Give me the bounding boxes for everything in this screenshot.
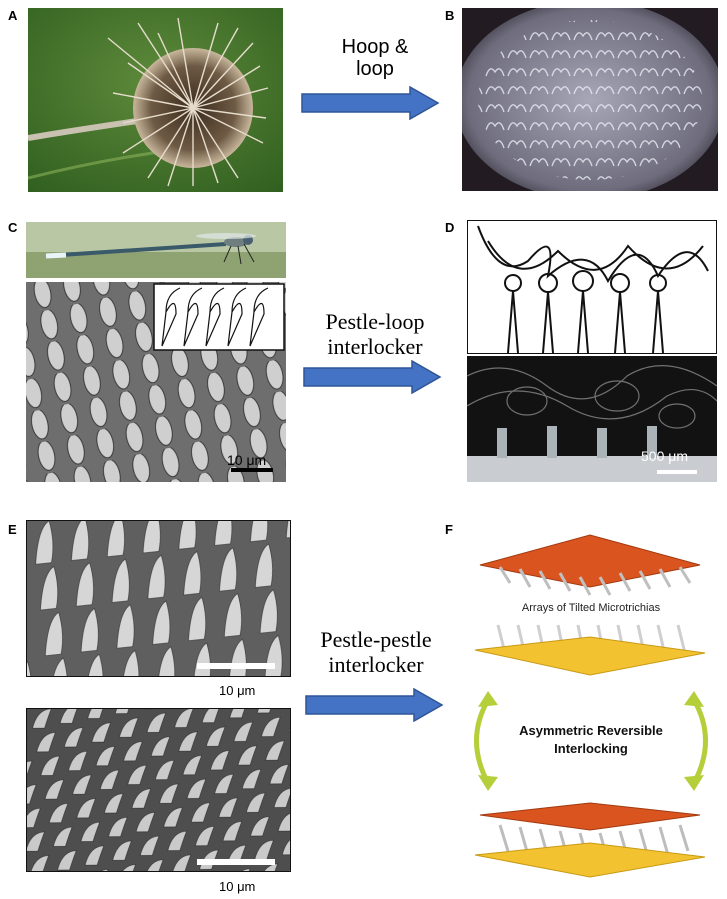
panel-label-b: B [445, 8, 455, 23]
reversible-arrows [474, 698, 708, 785]
panel-label-f: F [445, 522, 453, 537]
orange-plate-top [479, 534, 701, 596]
scale-label-e-bottom: 10 μm [219, 879, 256, 894]
panel-a-burdock-photo [28, 8, 283, 192]
yellow-plate-top [474, 624, 706, 676]
arrow-label-pestle-loop: Pestle-loop interlocker [300, 309, 450, 359]
panel-label-a: A [8, 8, 18, 23]
right-arrow-2 [303, 360, 442, 394]
scale-label-e-top: 10 μm [219, 683, 256, 698]
interlocked-plates [474, 802, 706, 878]
arrow-label-line2: loop [356, 58, 394, 81]
panel-label-d: D [445, 220, 455, 235]
panel-label-e: E [8, 522, 17, 537]
panel-b-velcro-photo [462, 8, 718, 191]
arrow-label-line2: interlocker [328, 651, 424, 677]
panel-c-damselfly-photo [26, 222, 286, 278]
arrow-label-pestle-pestle: Pestle-pestle interlocker [300, 627, 452, 677]
scale-label-c: 10 μm [227, 452, 267, 468]
caption-asymmetric-line1: Asymmetric Reversible [519, 723, 663, 738]
arrow-label-line2: interlocker [327, 333, 423, 359]
arrow-label-line1: Pestle-pestle [320, 627, 432, 652]
panel-e-sem-top [26, 520, 291, 677]
arrow-label-line1: Pestle-loop [325, 309, 425, 334]
panel-f-interlocking-diagram: Arrays of Tilted Microtrichias Asymmetri… [460, 525, 722, 895]
panel-label-c: C [8, 220, 18, 235]
caption-asymmetric-line2: Interlocking [554, 741, 628, 756]
panel-c-sem-image [26, 282, 286, 482]
caption-arrays: Arrays of Tilted Microtrichias [522, 602, 661, 614]
right-arrow-1 [301, 86, 440, 120]
right-arrow-3 [305, 688, 444, 722]
panel-d-photo [467, 356, 717, 482]
arrow-label-line1: Hoop & [341, 36, 409, 58]
panel-d-pestle-loop-diagram [467, 220, 717, 354]
panel-e-sem-bottom [26, 708, 291, 872]
arrow-label-hoop-loop: Hoop & loop [315, 36, 435, 81]
scale-label-d: 500 μm [641, 448, 688, 464]
